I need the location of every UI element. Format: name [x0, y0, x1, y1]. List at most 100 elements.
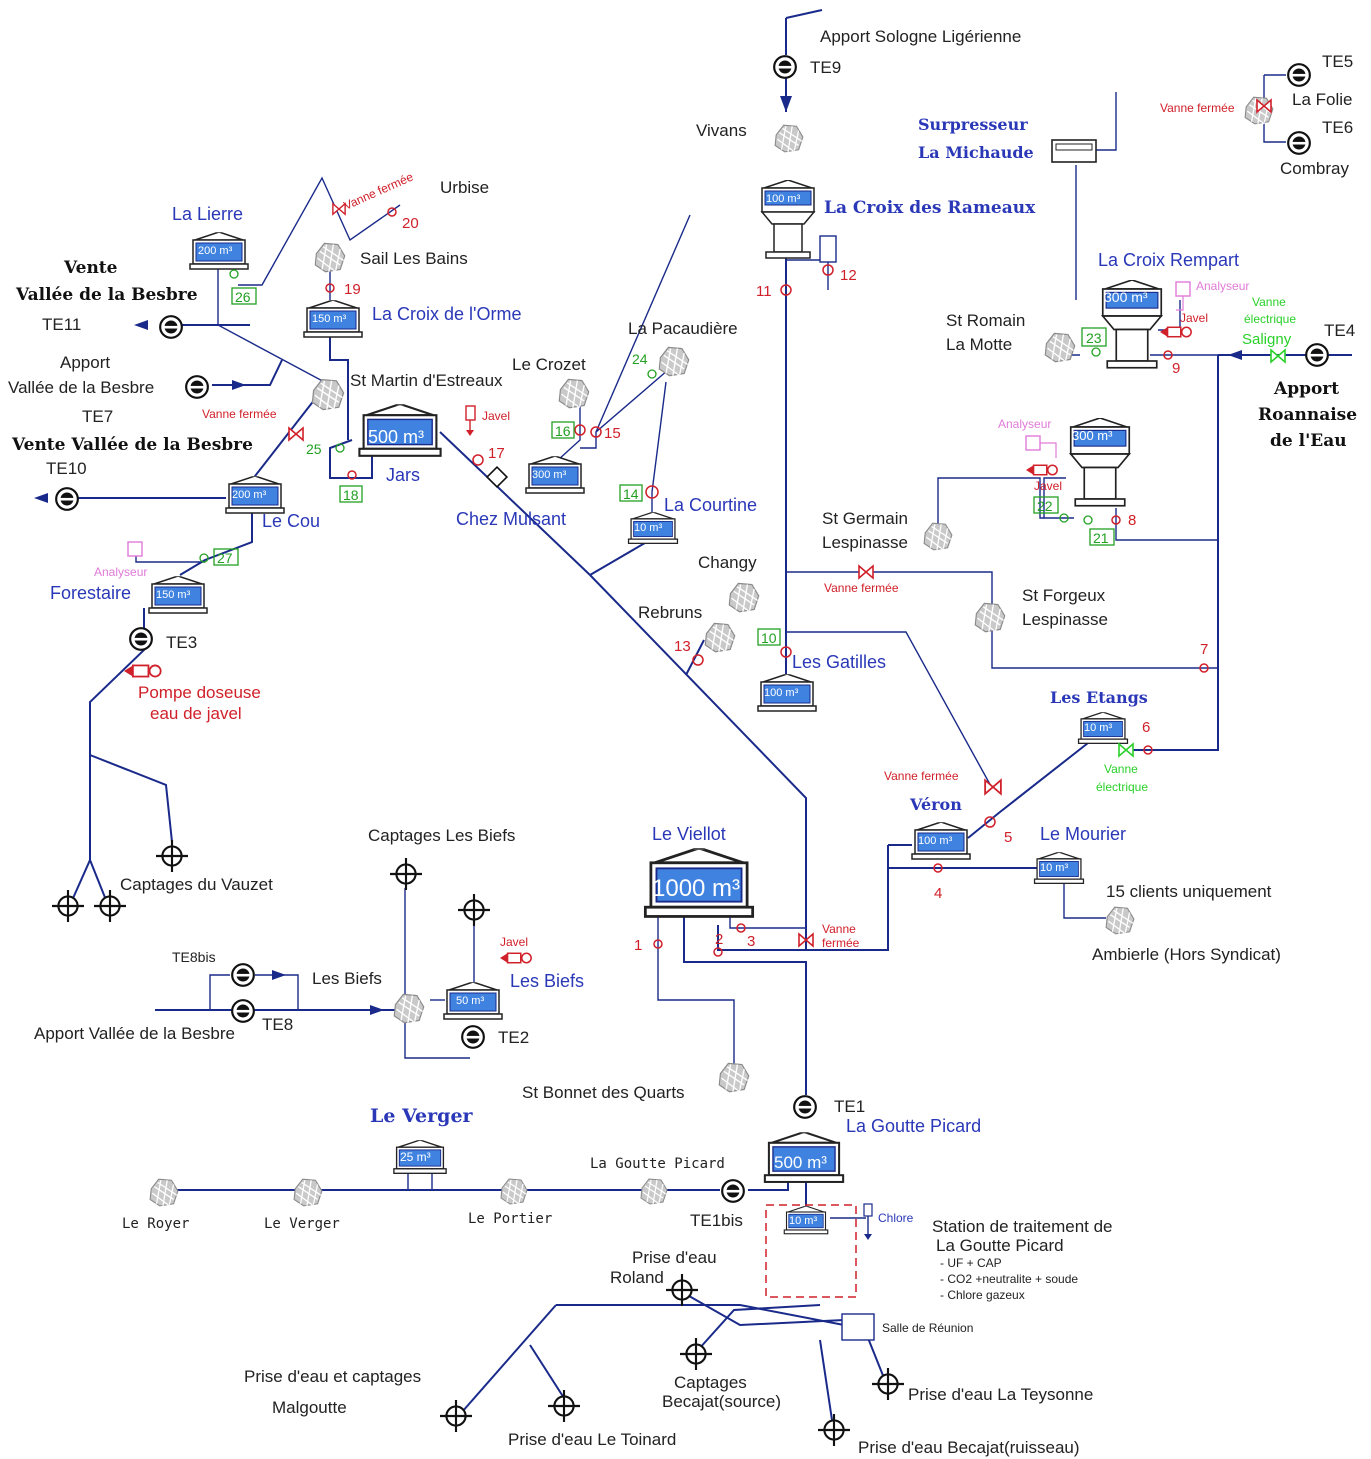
marker-number: 6 [1142, 719, 1150, 736]
label-station-3: - UF + CAP [940, 1256, 1002, 1270]
label-st-forgeux: St Forgeux [1022, 586, 1106, 605]
annotation-vanne-electrique-2: électrique [1244, 312, 1296, 326]
electric-valve-icon [1118, 743, 1134, 757]
dosing-pump-icon [1026, 464, 1058, 476]
annotation-analyseur: Analyseur [998, 417, 1051, 431]
marker-number: 18 [343, 487, 359, 503]
label-pompe-2: eau de javel [150, 704, 242, 723]
meter-icon [55, 487, 79, 511]
marker-number: 4 [934, 885, 942, 902]
tank-forestaire: 150 m³ [148, 576, 208, 614]
tank-label: 10 m³ [634, 522, 662, 534]
label-vente-vallee: Vente Vallée de la Besbre [11, 435, 253, 455]
label-le-verger: Le Verger [264, 1216, 340, 1232]
marker-number: 24 [632, 351, 648, 367]
town-icon [558, 378, 590, 409]
label-clients: 15 clients uniquement [1106, 882, 1272, 901]
label-croix-rameaux: La Croix des Rameaux [824, 198, 1036, 218]
tank-label: 300 m³ [532, 469, 567, 481]
annotation-vanne-electrique-2: électrique [1096, 780, 1148, 794]
annotation-vanne-fermee: Vanne fermée [202, 407, 277, 421]
marker-number: 27 [217, 550, 233, 566]
label-jars: Jars [386, 465, 420, 485]
tank-courtine: 10 m³ [627, 512, 679, 544]
label-te6: TE6 [1322, 118, 1353, 137]
label-vente-1: Vente [63, 258, 118, 278]
tank-station: 10 m³ [783, 1206, 829, 1235]
label-te11: TE11 [42, 315, 81, 334]
tank-label: 500 m³ [774, 1153, 827, 1172]
annotation-analyseur: Analyseur [94, 565, 147, 579]
tank-veron: 100 m³ [911, 822, 971, 860]
closed-valve-icon [288, 427, 304, 441]
label-le-royer: Le Royer [122, 1216, 189, 1232]
meter-box-icon [819, 235, 837, 263]
town-icon [393, 993, 425, 1024]
closed-valve-icon [984, 779, 1002, 795]
label-apport-vallee-besbre: Apport Vallée de la Besbre [34, 1024, 235, 1043]
tank-label: 1000 m³ [652, 875, 740, 902]
tank-le-cou: 200 m³ [225, 476, 285, 514]
tank-mourier: 10 m³ [1033, 852, 1085, 884]
tank-label: 100 m³ [764, 687, 799, 699]
label-forestaire: Forestaire [50, 583, 131, 603]
label-apport-besbre-1: Apport [60, 353, 110, 372]
marker-number: 16 [555, 423, 571, 439]
label-vente-2: Vallée de la Besbre [15, 285, 198, 305]
meter-icon [721, 1179, 745, 1203]
marker-number: 13 [674, 638, 691, 655]
town-icon [774, 124, 804, 153]
intake-icon [548, 1390, 580, 1422]
label-la-motte: La Motte [946, 335, 1012, 354]
tank-croix-rempart: 300 m³ [1101, 280, 1163, 369]
label-la-folie: La Folie [1292, 90, 1352, 109]
tank-label: 200 m³ [232, 489, 267, 501]
label-st-bonnet: St Bonnet des Quarts [522, 1083, 685, 1102]
intake-icon [94, 890, 126, 922]
dosing-pump-icon [500, 952, 532, 964]
label-prise-roland-1: Prise d'eau [632, 1248, 717, 1267]
treatment-station-box [765, 1204, 857, 1298]
tank-label: 10 m³ [1040, 862, 1068, 874]
label-malgoutte-1: Prise d'eau et captages [244, 1367, 421, 1386]
intake-icon [458, 894, 490, 926]
annotation-javel: Javel [482, 409, 510, 423]
label-croix-rempart: La Croix Rempart [1098, 250, 1239, 270]
tank-label: 10 m³ [1084, 722, 1112, 734]
label-te8bis: TE8bis [172, 949, 216, 965]
label-station-4: - CO2 +neutralite + soude [940, 1272, 1078, 1286]
label-les-etangs: Les Etangs [1050, 688, 1148, 707]
tank-label: 25 m³ [400, 1150, 431, 1164]
label-te3: TE3 [166, 633, 197, 652]
town-icon [1044, 332, 1076, 363]
label-vivans: Vivans [696, 121, 747, 140]
intake-icon [390, 858, 422, 890]
tank-goutte-picard: 500 m³ [763, 1132, 845, 1184]
intake-icon [666, 1274, 698, 1306]
marker-number: 23 [1086, 330, 1102, 346]
annotation-vanne-electrique-1: Vanne [1252, 295, 1286, 309]
tank-label: 100 m³ [918, 835, 953, 847]
label-sail-les-bains: Sail Les Bains [360, 249, 468, 268]
marker-number: 2 [715, 931, 723, 948]
marker-number: 15 [604, 425, 621, 442]
marker-number: 12 [840, 267, 857, 284]
annotation-javel: Javel [500, 935, 528, 949]
label-le-crozet: Le Crozet [512, 355, 586, 374]
devices [124, 235, 1192, 1240]
labels: Apport Sologne Ligérienne TE9 Vivans La … [8, 27, 1357, 1457]
label-salle: Salle de Réunion [882, 1321, 973, 1335]
tank-viellot: 1000 m³ [643, 848, 755, 919]
red-markers [325, 207, 1209, 957]
label-rebruns: Rebruns [638, 603, 702, 622]
tank-croix-orme: 150 m³ [303, 300, 363, 338]
label-le-mourier: Le Mourier [1040, 824, 1126, 844]
meter-icon [1305, 343, 1329, 367]
marker-number: 1 [634, 937, 642, 954]
label-surpresseur: Surpresseur [918, 115, 1028, 134]
annotation-vanne-fermee: Vanne fermée [1160, 101, 1235, 115]
marker-number: 21 [1093, 530, 1109, 546]
green-number-boxes [213, 287, 1115, 646]
annotation-vanne-fermee: Vanne fermée [824, 581, 899, 595]
marker-number: 14 [623, 486, 639, 502]
